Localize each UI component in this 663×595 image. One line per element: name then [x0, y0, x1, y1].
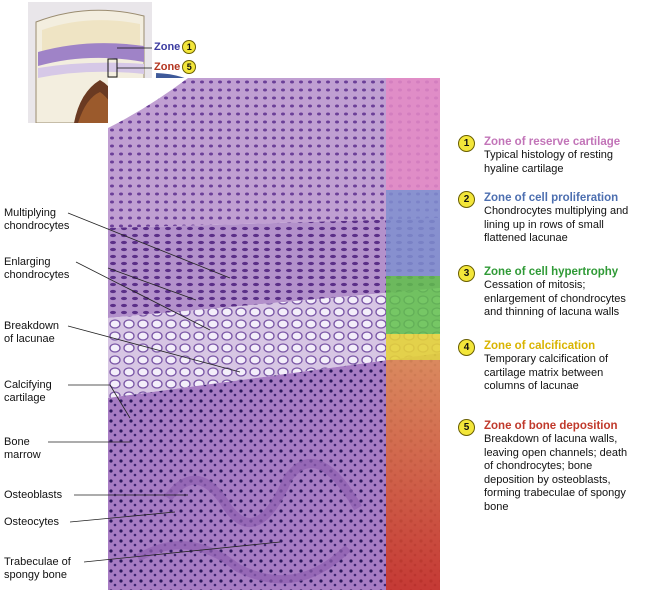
zone-3-description: Cessation of mitosis; enlargement of cho… — [484, 279, 663, 320]
label-osteocytes: Osteocytes — [4, 516, 59, 529]
label-enlarging-chondrocytes: Enlarging chondrocytes — [4, 256, 69, 282]
zone-1-number: 1 — [458, 135, 475, 152]
label-calcifying-cartilage: Calcifying cartilage — [4, 379, 52, 405]
label-multiplying-chondrocytes: Multiplying chondrocytes — [4, 207, 69, 233]
label-osteoblasts: Osteoblasts — [4, 489, 62, 502]
zone-3-number: 3 — [458, 265, 475, 282]
zone-5-description: Breakdown of lacuna walls, leaving open … — [484, 433, 663, 514]
zone-3-title: Zone of cell hypertrophy — [484, 265, 663, 279]
zone-5-number: 5 — [458, 419, 475, 436]
zone-1-description: Typical histology of resting hyaline car… — [484, 149, 663, 176]
label-bone-marrow: Bone marrow — [4, 436, 41, 462]
zone-4-number: 4 — [458, 339, 475, 356]
label-breakdown-of-lacunae: Breakdown of lacunae — [4, 320, 59, 346]
label-trabeculae: Trabeculae of spongy bone — [4, 556, 71, 582]
zone-5-title: Zone of bone deposition — [484, 419, 663, 433]
zone-2-number: 2 — [458, 191, 475, 208]
zone-2-description: Chondrocytes multiplying and lining up i… — [484, 205, 663, 246]
zone-4-title: Zone of calcification — [484, 339, 663, 353]
zone-4-description: Temporary calcification of cartilage mat… — [484, 353, 663, 394]
zone-1-title: Zone of reserve cartilage — [484, 135, 663, 149]
zone-2-title: Zone of cell proliferation — [484, 191, 663, 205]
